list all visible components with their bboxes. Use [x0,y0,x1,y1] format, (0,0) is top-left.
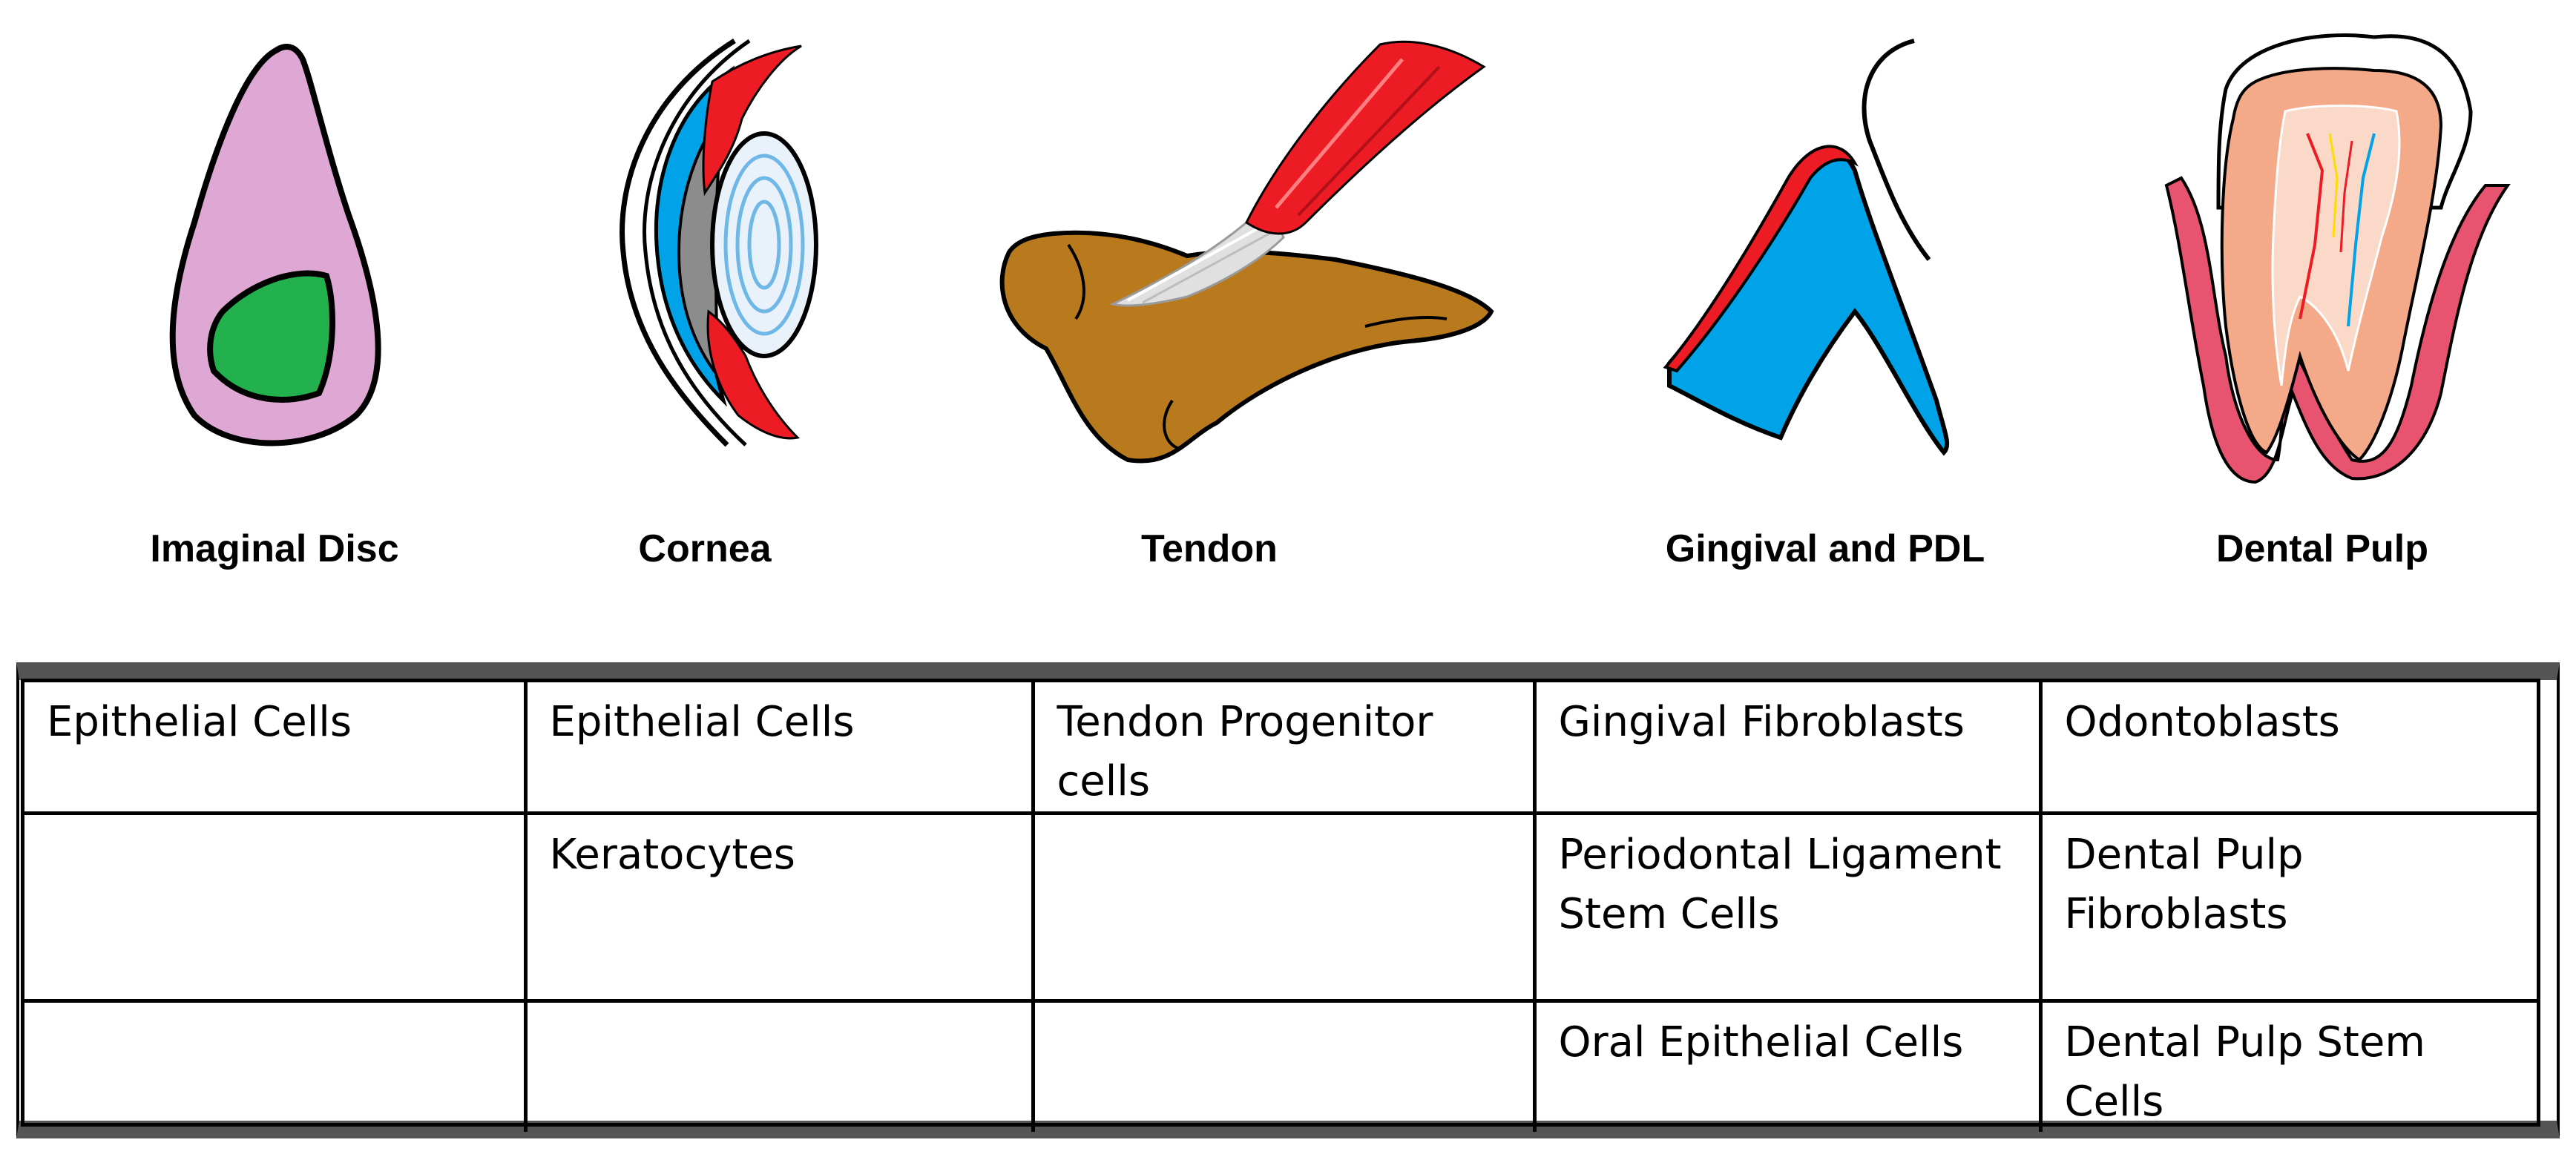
table-cell: Dental Pulp Stem Cells [2038,999,2537,1132]
table-cell [1031,999,1537,1132]
label-dental-pulp: Dental Pulp [2215,527,2429,570]
table-cell [1031,811,1537,1003]
gingiva-pdl-icon [1663,39,1950,456]
imaginal-disc-icon [169,44,381,446]
cell-type-table: Epithelial Cells Epithelial Cells Tendon… [21,679,2540,1132]
table-cell: Oral Epithelial Cells [1532,999,2043,1132]
label-gingival-pdl: Gingival and PDL [1665,527,1985,570]
table-cell [24,811,528,1003]
table-cell [523,999,1035,1132]
table-cell: Odontoblasts [2038,682,2537,815]
table-cell [24,999,528,1132]
table-cell: Epithelial Cells [24,682,528,815]
tendon-icon [999,40,1494,464]
cornea-icon [620,39,818,447]
table-cell: Gingival Fibroblasts [1532,682,2043,815]
table-cell: Keratocytes [523,811,1035,1003]
table-row: Oral Epithelial Cells Dental Pulp Stem C… [24,999,2537,1132]
table-row: Keratocytes Periodontal Ligament Stem Ce… [24,811,2537,1003]
illustrations-row [169,33,2511,484]
table-cell: Epithelial Cells [523,682,1035,815]
label-cornea: Cornea [638,527,772,570]
table-cell: Periodontal Ligament Stem Cells [1532,811,2043,1003]
label-tendon: Tendon [1141,527,1278,570]
table-row: Epithelial Cells Epithelial Cells Tendon… [24,682,2537,815]
table-cell: Tendon Progenitor cells [1031,682,1537,815]
table-cell: Dental Pulp Fibroblasts [2038,811,2537,1003]
label-imaginal-disc: Imaginal Disc [150,527,399,570]
tooth-icon [2164,33,2511,484]
